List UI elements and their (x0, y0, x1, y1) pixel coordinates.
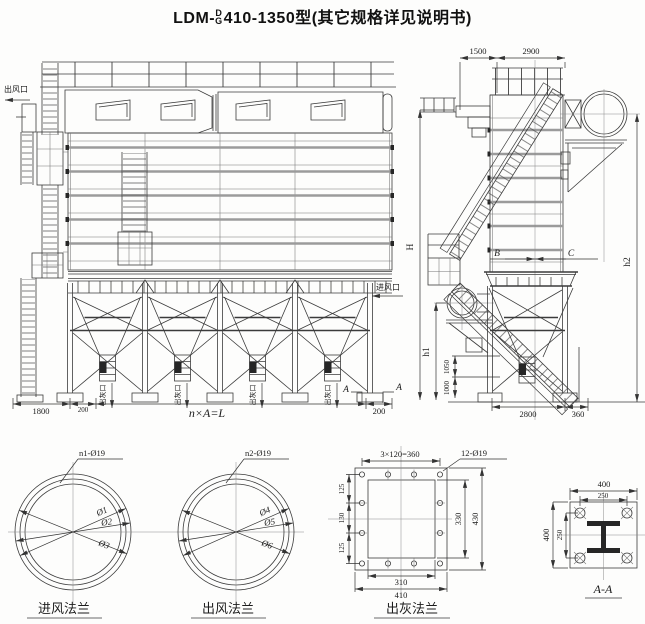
dim-h1: h1 (422, 347, 432, 357)
outlet-flange-detail: Ø4 Ø5 Ø6 n2-Ø19 出风法兰 (177, 448, 295, 619)
outlet-flange-callout: n2-Ø19 (245, 448, 271, 458)
legs (56, 283, 384, 403)
inlet-air-label: 进风口 (376, 283, 400, 292)
dim-130: 130 (338, 512, 346, 523)
dim-400-top: 400 (598, 479, 611, 489)
section-mark-a-left: A (342, 385, 349, 395)
dim-B: B (494, 249, 500, 259)
x-bracing (70, 296, 370, 392)
inspection-door (160, 99, 196, 121)
dim-250-top: 250 (598, 492, 609, 500)
filter-casing-side (487, 60, 564, 420)
panel-clamps (65, 145, 394, 246)
dia-1-label: Ø1 (94, 504, 109, 518)
ash-outlet-label: 出灰口 (248, 385, 257, 406)
title-suffix: 410-1350型(其它规格详见说明书) (223, 10, 472, 27)
ash-outlet-label: 出灰口 (323, 385, 332, 406)
dia-6-label: Ø6 (259, 537, 274, 551)
outlet-flange-label: 出风法兰 (202, 601, 254, 616)
section-aa-label: A-A (593, 582, 613, 596)
stair-landing (427, 233, 461, 286)
dim-125-top: 125 (338, 483, 346, 494)
side-dimensions: 1500 2900 H h2 h1 1050 1000 B C (406, 46, 640, 419)
front-annotations: 出风口 进风口 1800 200 n×A=L 200 A A (4, 84, 403, 420)
dia-4-label: Ø4 (257, 504, 272, 518)
side-elevation-view: 1500 2900 H h2 h1 1050 1000 B C (406, 46, 645, 420)
dim-2900: 2900 (523, 46, 540, 56)
i-beam-section (587, 521, 620, 553)
dia-2-label: Ø2 (99, 516, 113, 528)
dim-430: 430 (470, 513, 480, 526)
dim-330: 330 (453, 513, 463, 526)
section-aa-detail: 400 250 400 250 A-A (541, 479, 645, 599)
front-elevation-view: 出灰口 出灰口 出灰口 出灰口 (4, 61, 403, 420)
dim-1000: 1000 (443, 381, 451, 396)
dim-H: H (406, 243, 416, 250)
dia-5-label: Ø5 (262, 516, 276, 528)
staircase (427, 82, 580, 416)
title-stack-bottom: G (215, 16, 223, 27)
section-mark-a-right: A (395, 383, 402, 393)
ash-flange-detail: 3×120=360 12-Ø19 125 130 125 330 430 310… (328, 446, 507, 619)
ash-flange-label: 出灰法兰 (386, 601, 438, 616)
dia-3-label: Ø3 (96, 537, 111, 551)
dim-400-left: 400 (541, 529, 551, 542)
access-ladder-tower (16, 63, 153, 403)
dim-h2: h2 (623, 257, 633, 267)
ash-outlet-label: 出灰口 (173, 385, 182, 406)
inlet-flange-label: 进风法兰 (38, 601, 90, 616)
outlet-air-label: 出风口 (4, 84, 28, 94)
inspection-door (310, 99, 346, 121)
hopper (74, 296, 366, 356)
dim-310: 310 (395, 577, 408, 587)
dim-1800: 1800 (33, 406, 50, 416)
inspection-door (235, 99, 271, 121)
title-prefix: LDM- (173, 10, 216, 27)
discharge-valve (99, 354, 341, 382)
pulse-valve-assembly (420, 97, 491, 138)
dim-C: C (568, 249, 575, 259)
title-stack-top: D (215, 8, 223, 19)
dim-nxa: n×A=L (189, 406, 226, 420)
dim-360: 360 (572, 409, 585, 419)
inlet-flange-callout: n1-Ø19 (79, 448, 105, 458)
dim-410: 410 (395, 590, 408, 600)
support-legs-and-hoppers: 出灰口 出灰口 出灰口 出灰口 (56, 283, 384, 409)
inspection-door (95, 99, 131, 121)
dim-250-left: 250 (556, 529, 564, 540)
dim-1050: 1050 (443, 360, 451, 375)
side-top-railing (490, 67, 565, 96)
dim-1500: 1500 (470, 46, 487, 56)
outlet-nozzle (560, 89, 640, 262)
ash-flange-callout: 12-Ø19 (461, 448, 487, 458)
filter-casing-front (65, 132, 394, 294)
inlet-flange-detail: Ø1 Ø2 Ø3 n1-Ø19 进风法兰 (8, 448, 304, 619)
dim-125-bottom: 125 (338, 542, 346, 553)
ash-outlet-label: 出灰口 (98, 385, 107, 406)
dim-200-right: 200 (373, 406, 386, 416)
dim-200-left: 200 (78, 406, 89, 414)
outlet-duct (21, 103, 37, 133)
side-hopper-and-legs (477, 271, 578, 403)
clean-air-plenum (64, 89, 393, 134)
dim-2800: 2800 (520, 409, 537, 419)
dim-3x120: 3×120=360 (380, 449, 419, 459)
front-top-railing (40, 61, 396, 88)
